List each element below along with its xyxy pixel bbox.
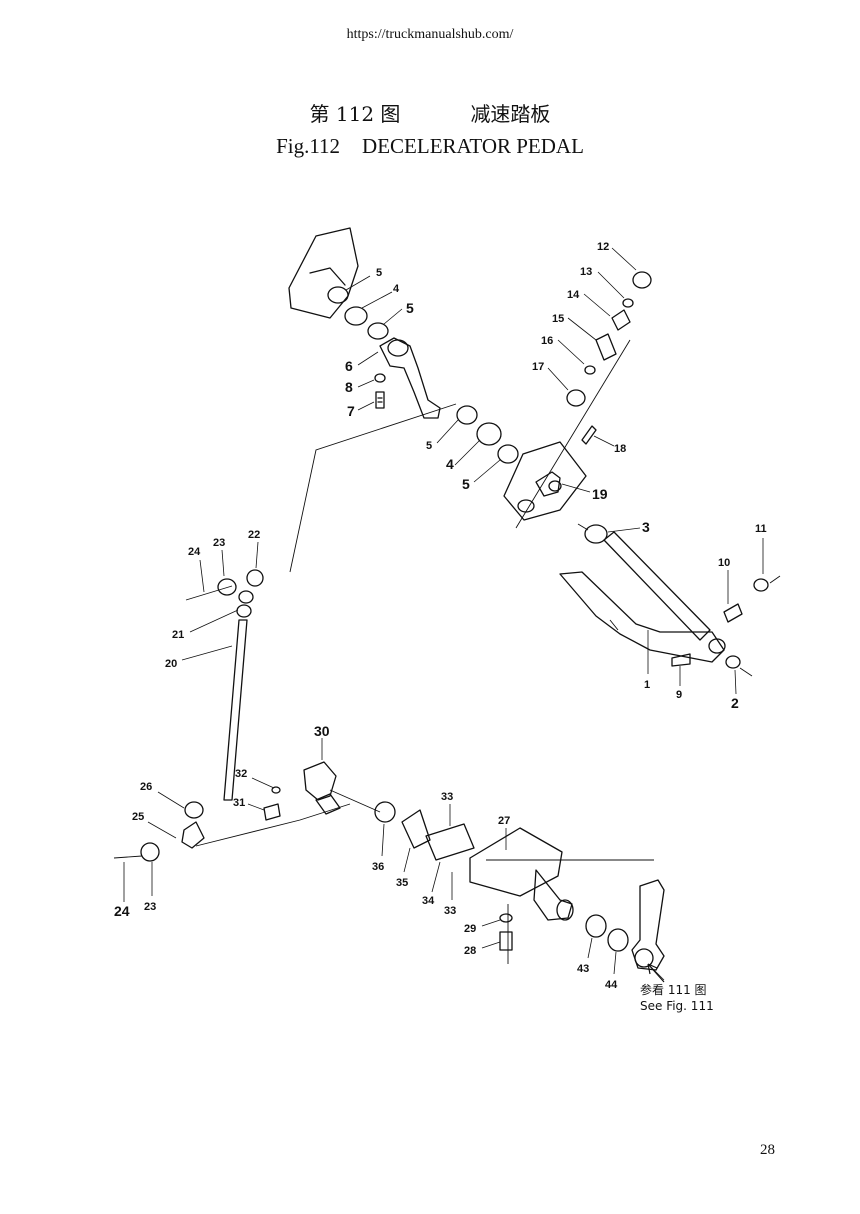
figure-name-cn: 减速踏板 — [470, 102, 551, 126]
part-label: 5 — [376, 267, 382, 279]
part-label: 6 — [345, 358, 353, 374]
part-label: 35 — [396, 877, 408, 889]
part-label: 31 — [233, 797, 245, 809]
reference-note-en: See Fig. 111 — [640, 999, 714, 1013]
part-label: 36 — [372, 861, 384, 873]
part-label: 25 — [132, 811, 144, 823]
figure-name-en: DECELERATOR PEDAL — [362, 134, 584, 158]
part-label: 26 — [140, 781, 152, 793]
part-label: 29 — [464, 923, 476, 935]
leader-lines — [123, 247, 764, 981]
part-label: 24 — [114, 903, 130, 919]
part-label: 11 — [755, 523, 767, 535]
part-label: 13 — [580, 266, 592, 278]
part-label: 1 — [644, 679, 650, 691]
part-label: 12 — [597, 241, 609, 253]
part-label: 4 — [446, 456, 454, 472]
part-label: 4 — [393, 283, 400, 295]
part-label: 23 — [213, 537, 225, 549]
part-label: 8 — [345, 379, 353, 395]
figure-title-chinese: 第 112 图 减速踏板 — [0, 98, 860, 127]
part-label: 34 — [422, 895, 435, 907]
reference-note-cn: 参看 111 图 — [640, 982, 707, 997]
figure-number-en: Fig.112 — [276, 134, 341, 158]
part-label: 30 — [314, 723, 330, 739]
part-label: 21 — [172, 629, 184, 641]
part-label: 22 — [248, 529, 260, 541]
part-label: 44 — [605, 979, 618, 991]
parts-drawing — [140, 227, 769, 971]
part-label: 16 — [541, 335, 553, 347]
part-label: 32 — [235, 768, 247, 780]
part-label: 24 — [188, 546, 201, 558]
source-url: https://truckmanualshub.com/ — [346, 27, 514, 42]
part-label: 5 — [406, 300, 414, 316]
part-label: 7 — [347, 403, 355, 419]
part-label: 20 — [165, 658, 177, 670]
part-label: 3 — [642, 519, 650, 535]
part-label: 14 — [567, 289, 580, 301]
part-label: 5 — [426, 440, 432, 452]
part-label: 10 — [718, 557, 730, 569]
page-number: 28 — [760, 1142, 775, 1158]
part-label: 33 — [441, 791, 453, 803]
figure-title-english: Fig.112 DECELERATOR PEDAL — [0, 134, 860, 159]
part-label: 43 — [577, 963, 589, 975]
reference-arrow-icon — [647, 963, 665, 983]
part-label: 33 — [444, 905, 456, 917]
part-label: 2 — [731, 695, 739, 711]
part-label: 27 — [498, 815, 510, 827]
assembly-lines — [113, 339, 781, 964]
part-label: 17 — [532, 361, 544, 373]
part-label: 28 — [464, 945, 476, 957]
part-label: 15 — [552, 313, 564, 325]
part-label: 18 — [614, 443, 626, 455]
part-label: 5 — [462, 476, 470, 492]
part-label: 19 — [592, 486, 608, 502]
part-label: 23 — [144, 901, 156, 913]
part-label: 9 — [676, 689, 682, 701]
part-labels: 5 4 5 6 8 7 5 4 5 12 13 14 15 16 17 18 1… — [114, 241, 767, 991]
figure-number-cn: 第 112 图 — [309, 102, 401, 126]
